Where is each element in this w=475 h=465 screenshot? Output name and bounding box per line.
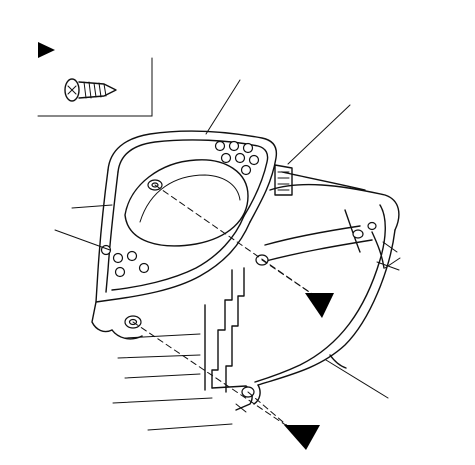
leader-right — [384, 257, 401, 269]
leader-bottom-right — [325, 359, 389, 399]
legend-triangle-marker — [38, 42, 55, 58]
callout-triangle-lower — [284, 425, 320, 450]
screw-icon — [64, 78, 117, 102]
fastener-axes — [132, 184, 319, 429]
headlight-housing-bracket — [91, 130, 377, 398]
legend-box-outline — [37, 57, 153, 117]
reference-lines — [71, 204, 247, 431]
leader-top — [205, 79, 241, 135]
leader-top-right — [287, 104, 351, 165]
leader-left — [54, 229, 111, 251]
mounting-frame — [204, 164, 400, 411]
leader-lines — [54, 79, 401, 399]
fastener-legend — [37, 42, 153, 117]
callout-triangle-upper — [305, 293, 334, 318]
